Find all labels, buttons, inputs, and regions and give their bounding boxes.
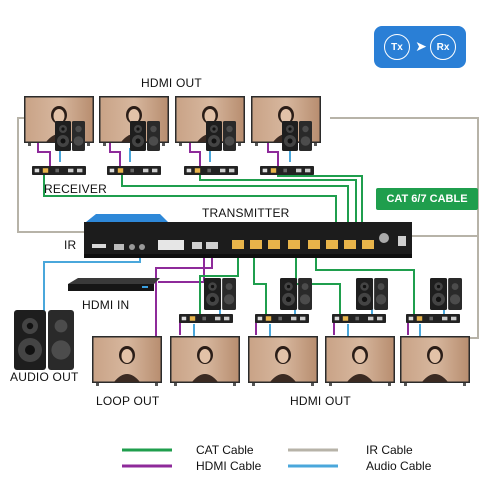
tv-icon xyxy=(92,336,162,386)
receiver-box-icon xyxy=(260,166,314,175)
receiver-box-icon xyxy=(406,314,460,323)
speaker-icon xyxy=(14,310,74,370)
label-audio-out: AUDIO OUT xyxy=(10,370,79,384)
speaker-icon xyxy=(282,121,312,151)
legend-swatches xyxy=(122,448,338,468)
label-hdmi-in: HDMI IN xyxy=(82,298,130,312)
tv-icon xyxy=(325,336,395,386)
legend-audio: Audio Cable xyxy=(366,459,432,473)
receiver-box-icon xyxy=(255,314,309,323)
speaker-icon xyxy=(430,278,462,310)
media-player-icon xyxy=(68,278,160,291)
receiver-box-icon xyxy=(107,166,161,175)
top-row-devices xyxy=(24,96,321,175)
label-hdmi-out-top: HDMI OUT xyxy=(141,76,202,90)
receiver-box-icon xyxy=(332,314,386,323)
receiver-box-icon xyxy=(32,166,86,175)
hdmi-cables xyxy=(37,140,409,337)
speaker-icon xyxy=(356,278,388,310)
tx-label: Tx xyxy=(384,34,410,60)
receiver-box-icon xyxy=(184,166,238,175)
speaker-icon xyxy=(130,121,160,151)
transmitter-unit-icon xyxy=(84,214,412,258)
speaker-icon xyxy=(204,278,236,310)
speaker-icon xyxy=(280,278,312,310)
label-loop-out: LOOP OUT xyxy=(96,394,160,408)
rx-label: Rx xyxy=(430,34,456,60)
label-ir: IR xyxy=(64,238,77,252)
speaker-icon xyxy=(206,121,236,151)
label-transmitter: TRANSMITTER xyxy=(202,206,290,220)
legend-cat: CAT Cable xyxy=(196,443,254,457)
cat-cable-badge: CAT 6/7 CABLE xyxy=(376,188,478,210)
legend-ir: IR Cable xyxy=(366,443,413,457)
tx-rx-badge: Tx ➤ Rx xyxy=(374,26,466,68)
receiver-box-icon xyxy=(179,314,233,323)
speaker-icon xyxy=(55,121,85,151)
arrow-right-icon: ➤ xyxy=(415,37,427,54)
cat-cables xyxy=(43,174,415,314)
legend-hdmi: HDMI Cable xyxy=(196,459,262,473)
tv-icon xyxy=(170,336,240,386)
label-hdmi-out-bottom: HDMI OUT xyxy=(290,394,351,408)
tv-icon xyxy=(400,336,470,386)
tv-icon xyxy=(248,336,318,386)
label-receiver: RECEIVER xyxy=(44,182,107,196)
